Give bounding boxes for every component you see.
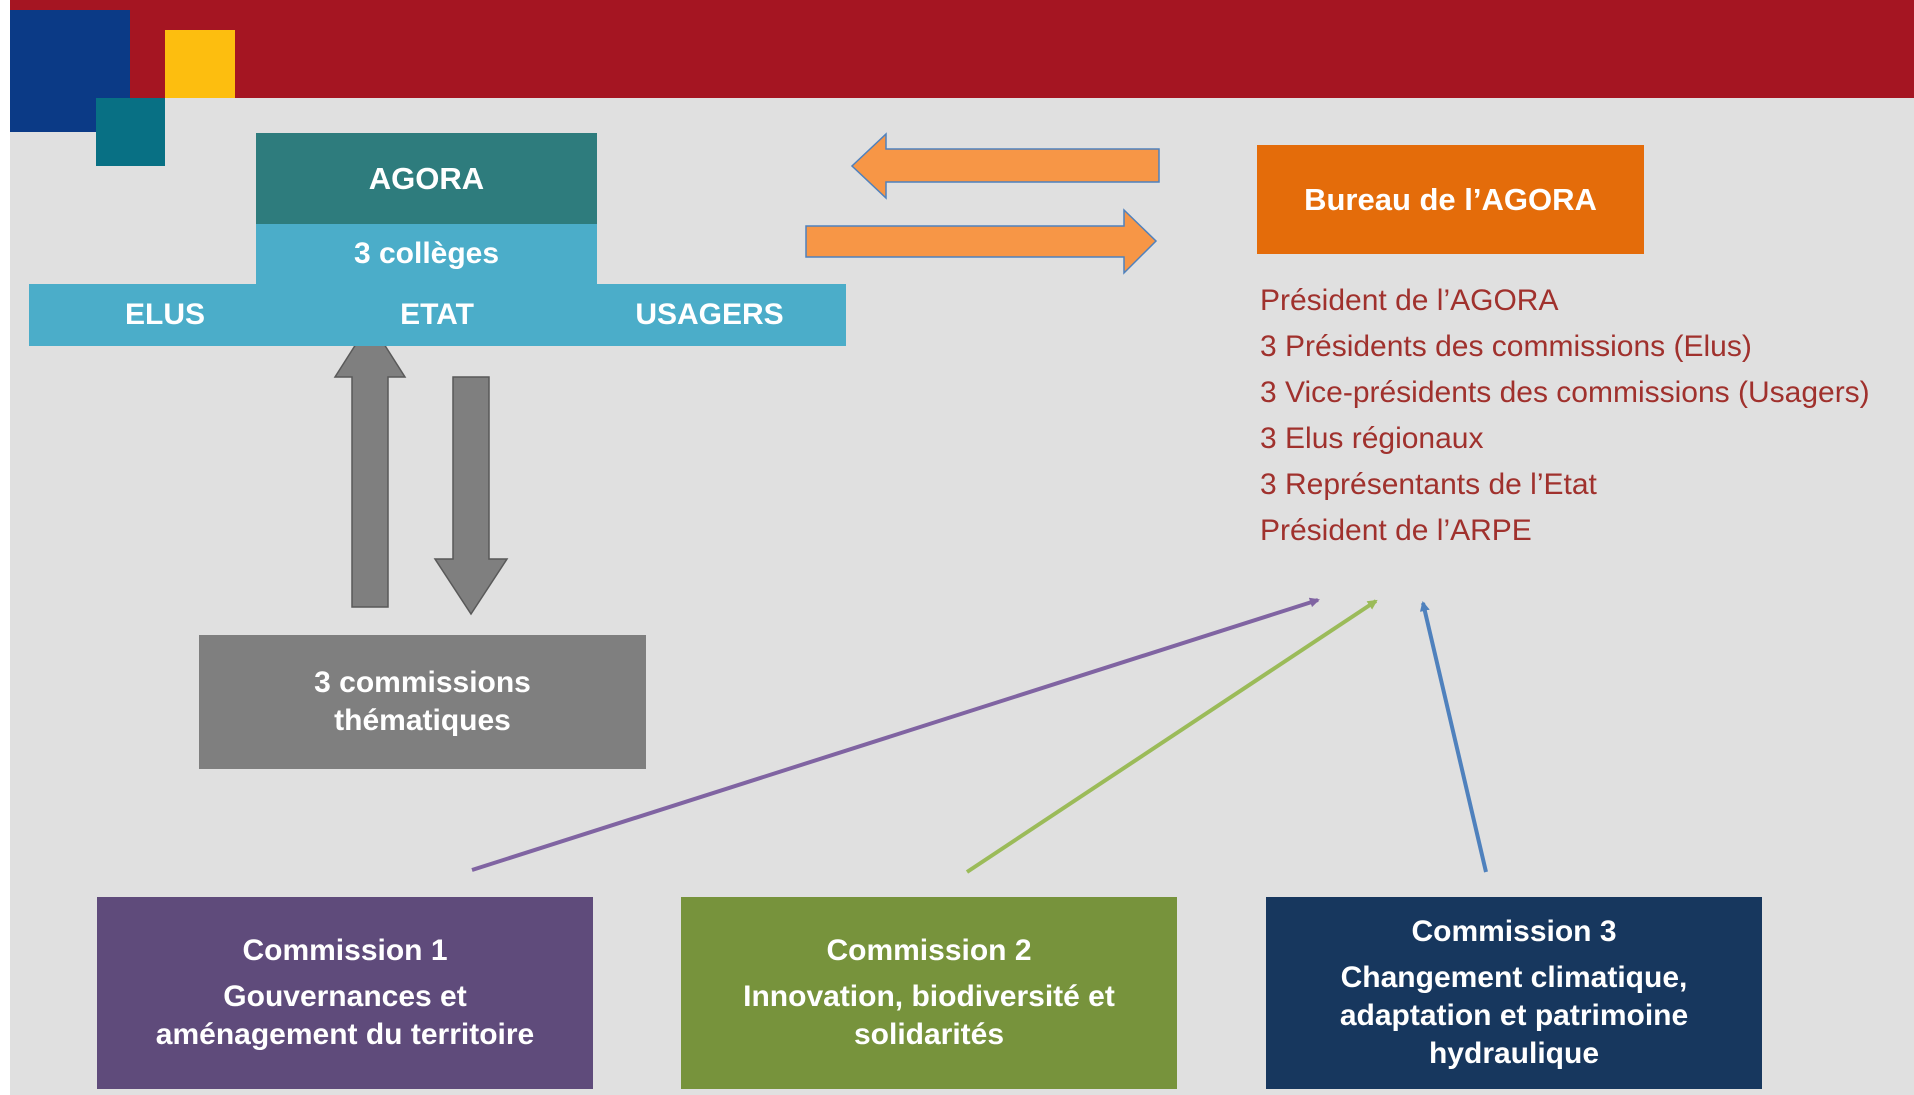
- college-usagers: USAGERS: [635, 298, 784, 331]
- bureau-member: 3 Vice-présidents des commissions (Usage…: [1260, 376, 1870, 409]
- slide: AGORA 3 collèges ELUS ETAT USAGERS Burea…: [10, 0, 1914, 1095]
- college-elus: ELUS: [124, 298, 205, 331]
- bureau-member: 3 Présidents des commissions (Elus): [1260, 330, 1752, 363]
- bureau-member: Président de l’AGORA: [1260, 284, 1559, 317]
- colleges-box: 3 collèges: [256, 224, 597, 284]
- colleges-band: ELUS ETAT USAGERS: [29, 284, 846, 346]
- colleges-subtitle: 3 collèges: [353, 237, 500, 270]
- header-band: [10, 0, 1914, 98]
- commission-3-line-3: hydraulique: [1428, 1037, 1600, 1070]
- agora-title: AGORA: [368, 160, 485, 196]
- bureau-box: Bureau de l’AGORA: [1257, 145, 1644, 254]
- commission-3-line-1: Changement climatique,: [1340, 961, 1688, 994]
- thematic-commissions-line-1: 3 commissions: [314, 666, 531, 699]
- commission-1-box: Commission 1 Gouvernances et aménagement…: [97, 897, 593, 1089]
- agora-box: AGORA: [256, 133, 597, 224]
- commission-2-title: Commission 2: [826, 934, 1032, 967]
- commission-3-line-2: adaptation et patrimoine: [1339, 999, 1689, 1032]
- arrow-left-to-agora: [850, 132, 1160, 200]
- bureau-member: Président de l’ARPE: [1260, 514, 1532, 547]
- college-etat: ETAT: [400, 298, 474, 331]
- commission-1-line-2: aménagement du territoire: [155, 1018, 535, 1051]
- commission-2-line-1: Innovation, biodiversité et: [743, 980, 1115, 1013]
- arrow-right-to-bureau: [805, 208, 1158, 275]
- arrow-down-to-commissions: [433, 376, 509, 616]
- bureau-member: 3 Elus régionaux: [1260, 422, 1484, 455]
- commission-2-box: Commission 2 Innovation, biodiversité et…: [681, 897, 1177, 1089]
- commission-3-box: Commission 3 Changement climatique, adap…: [1266, 897, 1762, 1089]
- commission-1-line-1: Gouvernances et: [223, 980, 467, 1013]
- arrow-commission-2-to-bureau: [965, 599, 1378, 874]
- arrow-commission-3-to-bureau: [1419, 601, 1488, 873]
- logo-square-yellow: [165, 30, 235, 98]
- logo-square-teal: [96, 98, 165, 166]
- commission-3-title: Commission 3: [1411, 915, 1617, 948]
- bureau-title: Bureau de l’AGORA: [1304, 181, 1597, 217]
- commission-1-title: Commission 1: [242, 934, 448, 967]
- arrow-up-to-colleges: [333, 320, 407, 608]
- commission-2-line-2: solidarités: [853, 1018, 1005, 1051]
- bureau-members-list: Président de l’AGORA 3 Présidents des co…: [1260, 278, 1914, 554]
- bureau-member: 3 Représentants de l’Etat: [1260, 468, 1597, 501]
- thematic-commissions-line-2: thématiques: [334, 704, 511, 737]
- thematic-commissions-box: 3 commissions thématiques: [199, 635, 646, 769]
